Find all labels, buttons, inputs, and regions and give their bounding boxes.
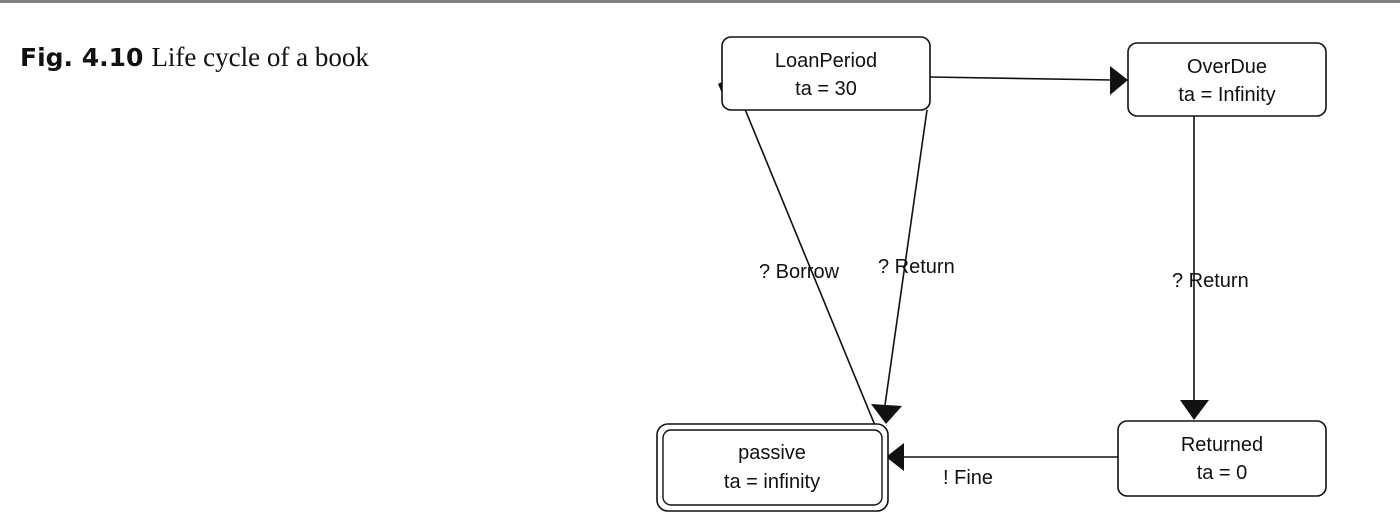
state-loan-period: LoanPeriod ta = 30 xyxy=(721,36,931,111)
edge-loan-to-passive xyxy=(884,109,928,406)
arrowhead-overdue-to-returned xyxy=(1180,400,1209,420)
state-returned-name: Returned xyxy=(1181,434,1263,456)
state-overdue: OverDue ta = Infinity xyxy=(1127,42,1327,117)
label-return-loan: ? Return xyxy=(878,256,955,278)
state-loan-period-name: LoanPeriod xyxy=(775,50,877,72)
state-returned-ta: ta = 0 xyxy=(1197,462,1248,484)
arrowhead-loan-to-passive xyxy=(871,404,902,424)
label-return-overdue: ? Return xyxy=(1172,270,1249,292)
label-fine: ! Fine xyxy=(943,467,993,489)
figure-label: Fig. 4.10 xyxy=(20,43,144,72)
state-overdue-name: OverDue xyxy=(1187,56,1267,78)
label-borrow: ? Borrow xyxy=(759,261,840,283)
edge-passive-to-loan xyxy=(732,79,882,441)
top-rule xyxy=(0,0,1400,3)
edge-loan-to-overdue xyxy=(929,76,1113,81)
state-passive: passive ta = infinity xyxy=(656,423,889,512)
state-loan-period-ta: ta = 30 xyxy=(795,78,857,100)
figure-caption-text: Life cycle of a book xyxy=(151,42,369,72)
state-overdue-ta: ta = Infinity xyxy=(1178,84,1275,106)
arrowhead-returned-to-passive xyxy=(886,443,904,471)
state-returned: Returned ta = 0 xyxy=(1117,420,1327,497)
state-passive-ta: ta = infinity xyxy=(724,471,820,493)
state-passive-name: passive xyxy=(738,442,806,464)
arrowhead-loan-to-overdue xyxy=(1110,66,1128,95)
